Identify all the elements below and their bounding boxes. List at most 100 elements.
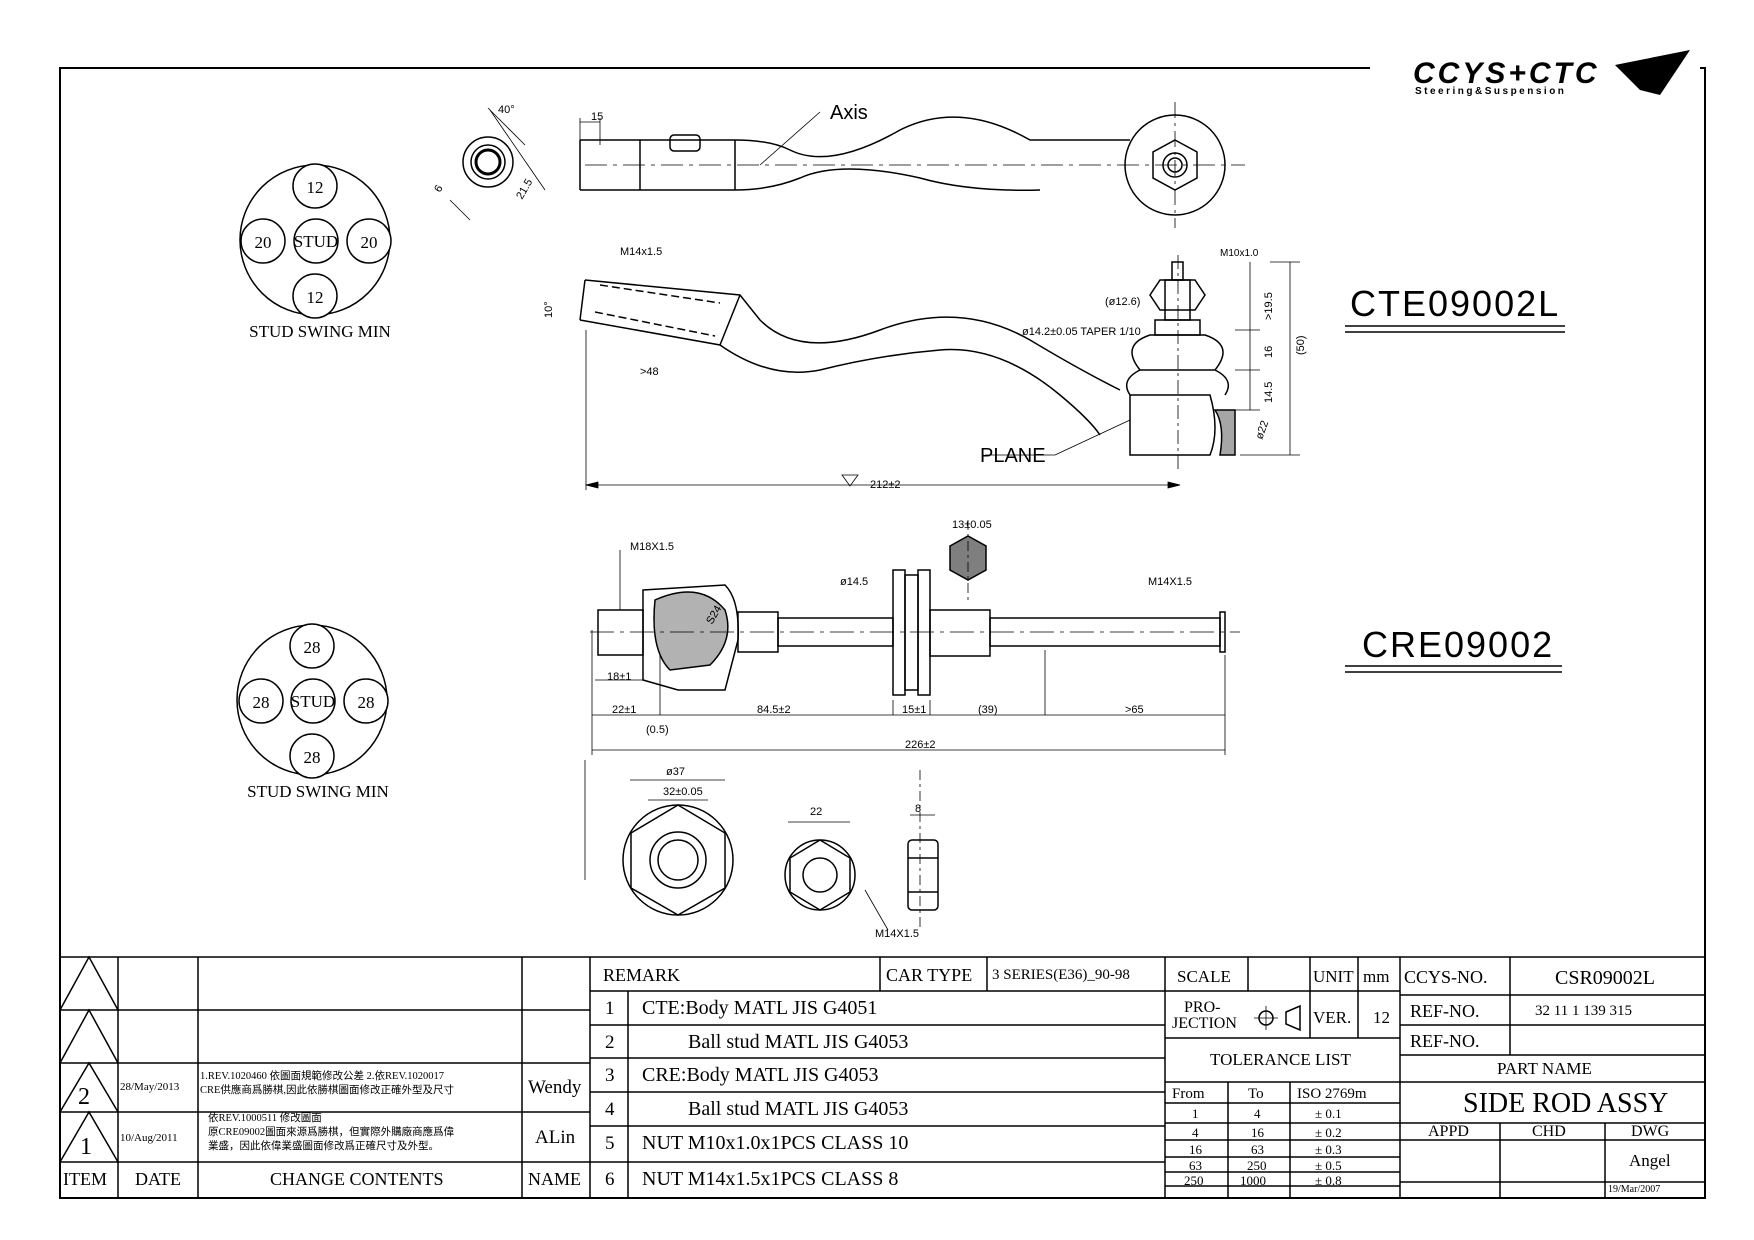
header-item: ITEM [63, 1169, 107, 1189]
stud-swing-caption: STUD SWING MIN [249, 322, 391, 341]
dim-dia-22: ø22 [1254, 419, 1272, 441]
dwg-name: Angel [1629, 1151, 1671, 1170]
rev-change-2a: 1.REV.1020460 依圖面規範修改公差 2.依REV.1020017 [200, 1071, 445, 1082]
rev-change-1b: 原CRE09002圖面來源爲勝棋，但實際外購廠商應爲偉 [208, 1127, 455, 1138]
stud-label: STUD [294, 232, 338, 251]
dim-65: >65 [1125, 704, 1144, 716]
projection-label-1: PRO- [1184, 999, 1221, 1016]
dim-21-5: 21.5 [514, 177, 535, 202]
dim-226: 226±2 [905, 739, 936, 751]
header-name: NAME [528, 1169, 581, 1189]
header-change: CHANGE CONTENTS [270, 1169, 444, 1189]
remark-text-1: CTE:Body MATL JIS G4051 [642, 997, 878, 1019]
scale-label: SCALE [1177, 967, 1231, 986]
car-type-label: CAR TYPE [886, 965, 973, 985]
swing-left: 20 [255, 233, 272, 252]
car-type-value: 3 SERIES(E36)_90-98 [992, 967, 1130, 983]
tol-to: 63 [1251, 1142, 1264, 1157]
logo-tagline: Steering&Suspension [1415, 86, 1566, 97]
title-block-grid [59, 955, 1705, 1198]
dim-84-5: 84.5±2 [757, 704, 791, 716]
remark-no-3: 3 [605, 1065, 615, 1086]
header-date: DATE [135, 1169, 181, 1189]
remark-title: REMARK [603, 965, 681, 985]
tol-value: ± 0.5 [1315, 1158, 1342, 1173]
lower-dimensions [584, 550, 1226, 931]
tol-to: 4 [1254, 1106, 1261, 1121]
dim-0-5: (0.5) [646, 724, 669, 736]
tolerance-title: TOLERANCE LIST [1210, 1050, 1351, 1069]
dwg-label: DWG [1631, 1123, 1670, 1140]
rev-name-2: Wendy [528, 1077, 582, 1098]
brand-logo: CCYS+CTC Steering&Suspension [1370, 50, 1700, 100]
dim-18: 18±1 [607, 671, 631, 683]
dim-nut-thread: M14X1.5 [875, 928, 919, 940]
dim-16: 16 [1263, 346, 1275, 358]
tol-header-iso: ISO 2769m [1297, 1086, 1367, 1102]
dim-thread-body: M14x1.5 [620, 246, 662, 258]
tol-from: 250 [1184, 1173, 1204, 1188]
sheet-border [59, 67, 1706, 1199]
dim-39: (39) [978, 704, 998, 716]
swing-right: 28 [358, 693, 375, 712]
tol-header-to: To [1248, 1086, 1264, 1102]
stud-swing-diagram-upper: STUD 12 12 20 20 STUD SWING MIN [239, 163, 392, 341]
rev-date-1: 10/Aug/2011 [120, 1132, 178, 1144]
tol-from: 1 [1192, 1106, 1199, 1121]
tol-from: 4 [1192, 1125, 1199, 1140]
dim-dia-37: ø37 [666, 766, 685, 778]
dim-50: (50) [1295, 335, 1307, 355]
tol-value: ± 0.3 [1315, 1142, 1342, 1157]
dim-48: >48 [640, 366, 659, 378]
ver-value: 12 [1373, 1008, 1390, 1027]
dim-22: 22±1 [612, 704, 636, 716]
appd-label: APPD [1428, 1123, 1469, 1140]
remark-text-2: Ball stud MATL JIS G4053 [688, 1031, 909, 1053]
tol-value: ± 0.8 [1315, 1173, 1342, 1188]
ref-no-value: 32 11 1 139 315 [1535, 1003, 1632, 1019]
swing-top: 28 [304, 638, 321, 657]
remark-no-2: 2 [605, 1032, 615, 1053]
dim-dia-12-6: (ø12.6) [1105, 296, 1140, 308]
rev-change-2b: CRE供應商爲勝棋,因此依勝棋圖面修改正確外型及尺寸 [200, 1085, 455, 1096]
stud-swing-caption: STUD SWING MIN [247, 782, 389, 801]
part-name-value: SIDE ROD ASSY [1463, 1088, 1669, 1119]
dwg-date: 19/Mar/2007 [1608, 1184, 1661, 1195]
swing-right: 20 [361, 233, 378, 252]
remark-text-4: Ball stud MATL JIS G4053 [688, 1098, 909, 1120]
tol-value: ± 0.2 [1315, 1125, 1342, 1140]
unit-label: UNIT [1313, 967, 1354, 986]
dim-angle-10: 10° [543, 301, 555, 318]
dim-total-length: 212±2 [870, 479, 901, 491]
part-name-label: PART NAME [1497, 1059, 1592, 1078]
plane-label: PLANE [980, 445, 1046, 467]
upper-dimensions [579, 111, 1300, 490]
rev-name-1: ALin [535, 1127, 576, 1148]
dim-dia-14-5: ø14.5 [840, 576, 868, 588]
dim-thread-left: M18X1.5 [630, 541, 674, 553]
rev-change-1a: 依REV.1000511 修改圖面 [208, 1113, 322, 1124]
ver-label: VER. [1313, 1008, 1352, 1027]
ccys-no-label: CCYS-NO. [1404, 967, 1488, 987]
remark-no-1: 1 [605, 998, 615, 1019]
tol-header-from: From [1172, 1086, 1205, 1102]
remark-no-6: 6 [605, 1169, 615, 1190]
dim-14-5: 14.5 [1263, 382, 1275, 403]
remark-text-3: CRE:Body MATL JIS G4053 [642, 1064, 879, 1086]
tol-value: ± 0.1 [1315, 1106, 1342, 1121]
stud-swing-diagram-lower: STUD 28 28 28 28 STUD SWING MIN [236, 623, 389, 801]
dim-6: 6 [432, 183, 445, 194]
remark-text-6: NUT M14x1.5x1PCS CLASS 8 [642, 1168, 899, 1190]
logo-brand: CCYS+CTC [1413, 57, 1600, 90]
rev-change-1c: 業盛，因此依偉業盛圖面修改爲正確尺寸及外型。 [208, 1141, 439, 1152]
remark-text-5: NUT M10x1.0x1PCS CLASS 10 [642, 1132, 909, 1154]
inner-tie-rod-drawing [590, 520, 1240, 930]
dim-hex-13: 13±0.05 [952, 519, 992, 531]
lower-part-code: CRE09002 [1362, 624, 1554, 665]
swing-bottom: 12 [307, 288, 324, 307]
tol-from: 16 [1189, 1142, 1202, 1157]
remark-no-4: 4 [605, 1099, 615, 1120]
rev-mark-2: 2 [78, 1084, 90, 1110]
logo-mark-icon [1615, 50, 1690, 95]
